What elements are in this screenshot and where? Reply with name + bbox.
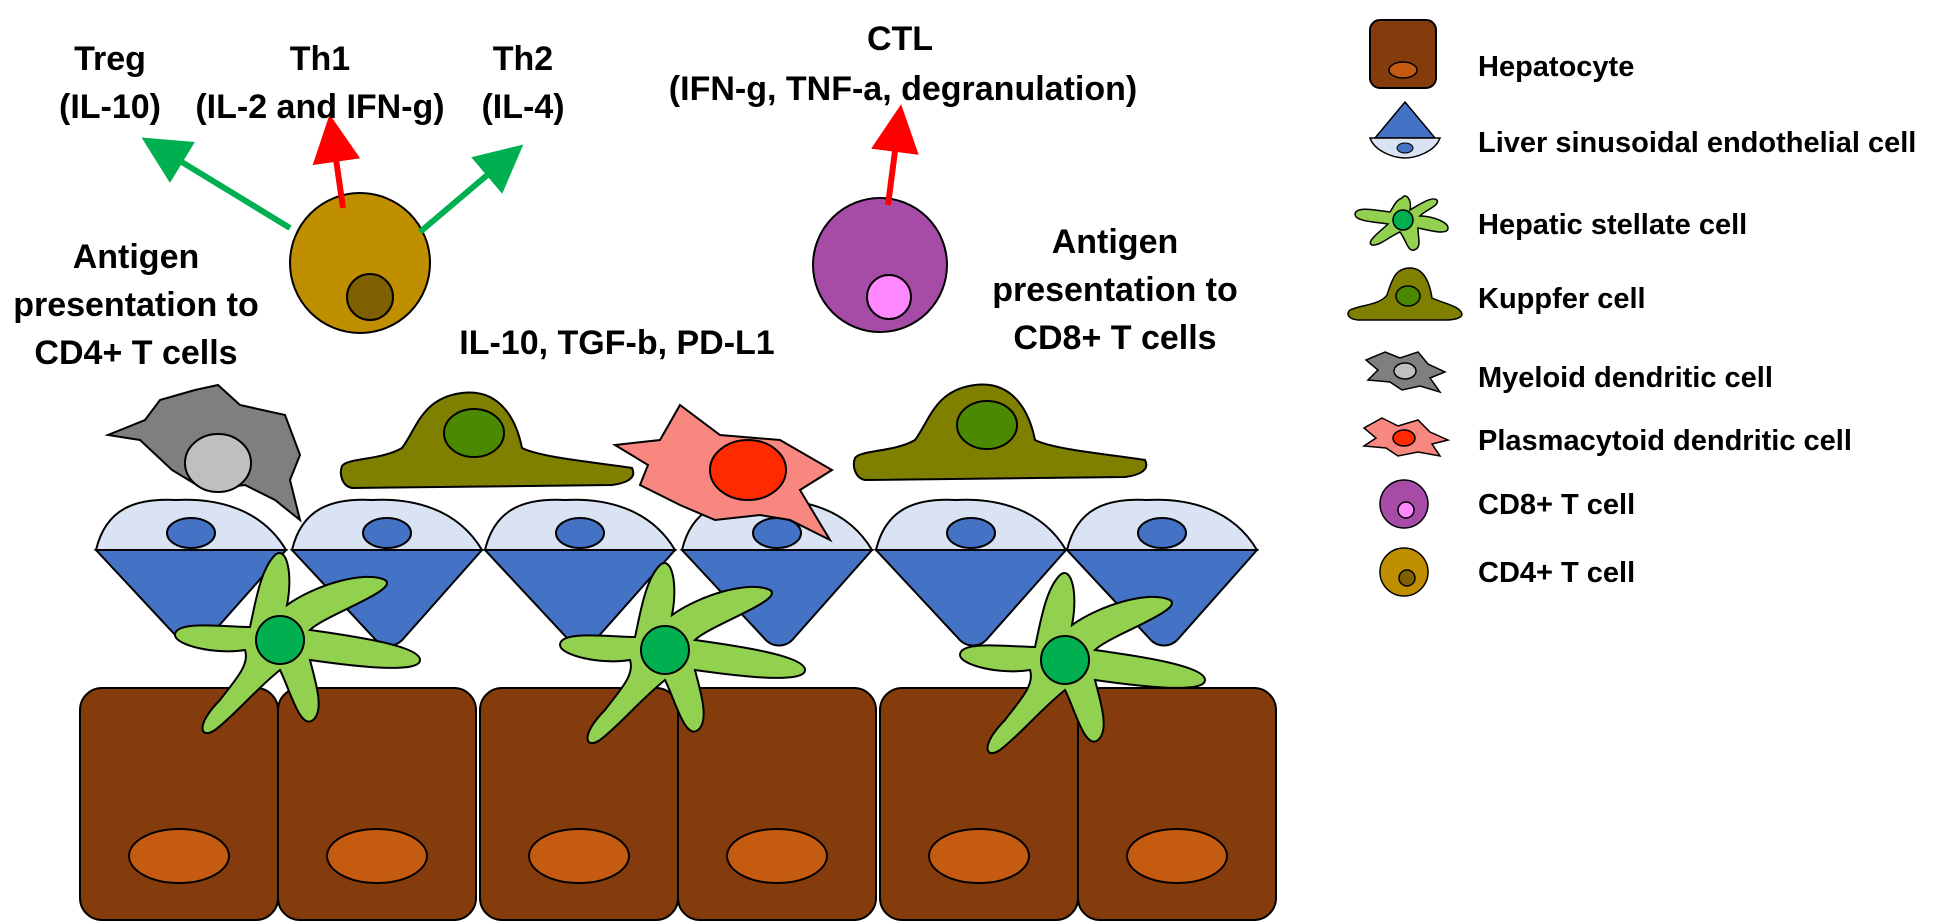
cd4-icon [1379,547,1429,597]
lsec-icon [1368,100,1442,159]
arrow-to-th2 [418,144,524,235]
svg-text:CD4+ T cells: CD4+ T cells [34,334,237,372]
cd8-t-cell [812,197,948,333]
th2-name: Th2 [493,40,553,78]
kupffer-cell-1 [339,391,635,489]
cd4-presentation-label: Antigen presentation to CD4+ T cells [13,238,259,372]
cd8-presentation-label: Antigen presentation to CD8+ T cells [992,223,1238,357]
legend-label-myeloid-dc: Myeloid dendritic cell [1478,362,1773,394]
legend-label-stellate: Hepatic stellate cell [1478,209,1747,241]
lsec-5 [875,498,1067,647]
treg-name: Treg [74,40,146,78]
legend-label-hepatocyte: Hepatocyte [1478,51,1634,83]
th1-name: Th1 [290,40,350,78]
cd4-t-cell [289,192,431,334]
legend-label-kupffer: Kuppfer cell [1478,283,1646,315]
th1-cytokine: (IL-2 and IFN-g) [195,88,444,126]
treg-cytokine: (IL-10) [59,88,161,126]
svg-text:Antigen: Antigen [1052,223,1179,261]
legend-label-cd8: CD8+ T cell [1478,489,1635,521]
legend-label-plasmacytoid-dc: Plasmacytoid dendritic cell [1478,425,1852,457]
stellate-icon [1354,195,1449,251]
myeloid-dendritic-cell [104,383,302,523]
myeloid-dc-icon [1364,351,1447,394]
tolerogenic-factors-label: IL-10, TGF-b, PD-L1 [459,324,774,362]
ctl-name: CTL [867,20,933,58]
hepatocyte-6 [1077,687,1277,921]
th2-cytokine: (IL-4) [481,88,564,126]
hepatocyte-1 [79,687,279,921]
hepatocyte-2 [277,687,477,921]
cd8-icon [1379,479,1429,529]
legend: Hepatocyte Liver sinusoidal endothelial … [1347,19,1916,597]
arrow-to-th1 [312,114,361,209]
plasmacytoid-dc-icon [1361,417,1451,458]
svg-text:Antigen: Antigen [73,238,200,276]
svg-text:presentation to: presentation to [13,286,259,324]
hepatocyte-5 [879,687,1079,921]
hepatocyte-3 [479,687,679,921]
kupffer-cell-2 [852,383,1148,481]
arrow-to-treg [141,137,292,231]
legend-label-cd4: CD4+ T cell [1478,557,1635,589]
kupffer-icon [1347,267,1463,321]
ctl-effector: (IFN-g, TNF-a, degranulation) [669,70,1137,108]
arrow-to-ctl [871,104,919,206]
hepatocyte-icon [1369,19,1437,89]
legend-label-lsec: Liver sinusoidal endothelial cell [1478,127,1916,159]
hepatocyte-4 [677,687,877,921]
plasmacytoid-dendritic-cell [611,403,834,543]
svg-text:presentation to: presentation to [992,271,1238,309]
svg-text:CD8+ T cells: CD8+ T cells [1013,319,1216,357]
